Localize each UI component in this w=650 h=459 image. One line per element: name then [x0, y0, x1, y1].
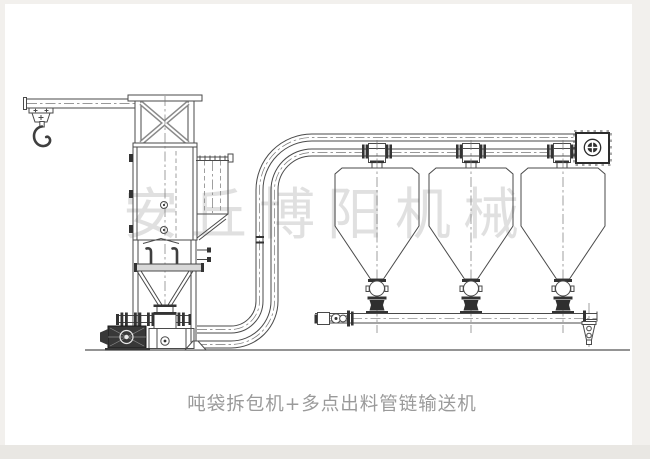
clamp-platform [135, 263, 203, 272]
tower-leg-right [190, 239, 197, 343]
drive-sprocket-icon [583, 138, 602, 157]
pipe-chain-loop [197, 133, 576, 349]
page-frame-bottom [0, 445, 650, 459]
bag-clamp-hook [145, 247, 153, 266]
caption-title: 吨袋拆包机+多点出料管链输送机 [187, 394, 477, 415]
box-bracket [227, 153, 234, 163]
head-drive-unit [573, 130, 612, 166]
tail-drive-unit [314, 310, 354, 327]
bag-clamp-hook [171, 247, 179, 266]
pipe-centerline [197, 137, 576, 330]
tower-drive-motor [100, 325, 150, 351]
box-chute [196, 213, 229, 241]
crane-trolley [28, 107, 54, 123]
door-hinge [129, 154, 133, 162]
side-bolts [197, 247, 211, 262]
drawing-area [5, 4, 632, 445]
pipe-centerline [197, 152, 576, 345]
dust-collector-box [196, 153, 234, 241]
x-brace [139, 101, 190, 145]
lower-conveyor-pipe [314, 303, 598, 347]
watermark-text: 安丘博阳机械 [123, 183, 531, 248]
motor-shaft-icon [119, 329, 134, 345]
bag-unpacking-tower [100, 94, 211, 351]
pipe-flange-joint [255, 236, 264, 238]
end-tensioner [581, 303, 598, 347]
crane-beam-endcap [23, 97, 27, 110]
tower-discharge-valve [116, 304, 195, 349]
discharge-housing [148, 328, 195, 349]
tower-foot [183, 340, 208, 351]
pipe-flange-joint [255, 241, 264, 244]
crane-hook-icon [32, 125, 52, 148]
door-hinge [129, 225, 133, 233]
door-hinge [129, 190, 133, 198]
